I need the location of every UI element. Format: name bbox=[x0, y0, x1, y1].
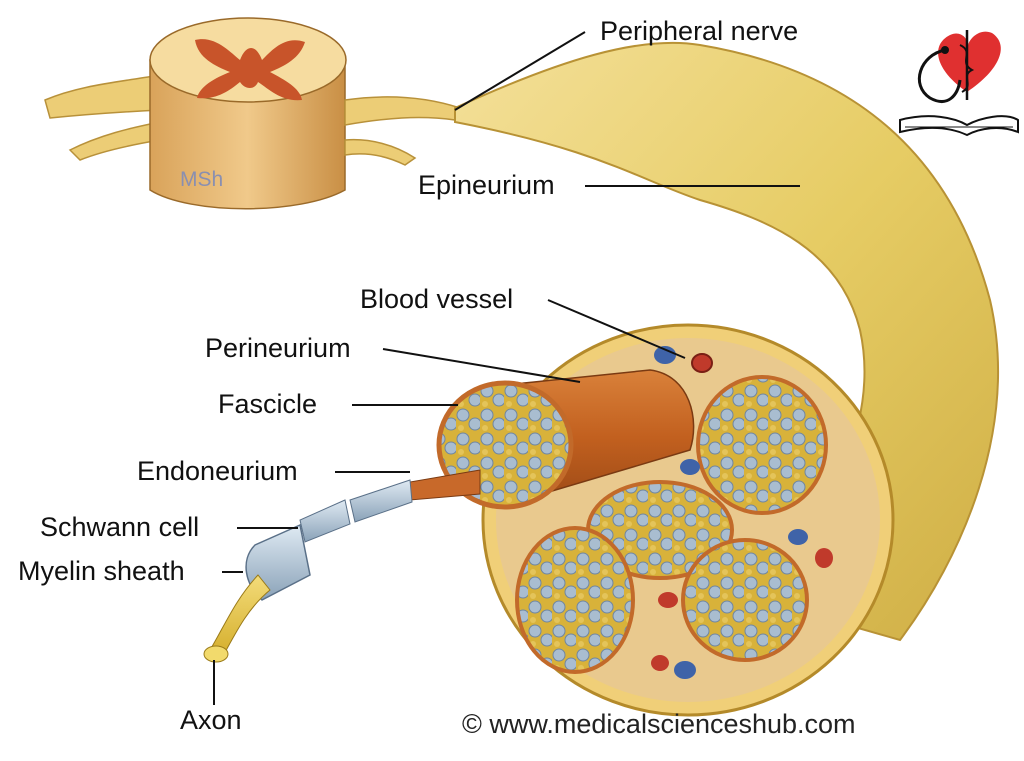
heart-stethoscope-logo-icon bbox=[899, 30, 1019, 137]
blood-vessel-blue bbox=[654, 346, 676, 364]
grey-matter bbox=[195, 39, 305, 101]
label-axon: Axon bbox=[180, 705, 242, 735]
blood-vessel-red bbox=[691, 353, 713, 373]
fascicle-section bbox=[681, 538, 809, 662]
nerve-fiber bbox=[203, 469, 481, 663]
leader-lines bbox=[213, 31, 800, 705]
label-epineurium: Epineurium bbox=[418, 170, 555, 200]
spinal-cord-watermark: MSh bbox=[180, 168, 224, 191]
label-perineurium: Perineurium bbox=[205, 333, 351, 363]
label-fascicle: Fascicle bbox=[218, 389, 318, 419]
spinal-cord bbox=[44, 17, 462, 210]
label-blood-vessel: Blood vessel bbox=[360, 284, 514, 314]
fascicle-section bbox=[696, 375, 828, 515]
fascicle-section bbox=[515, 526, 635, 674]
label-schwann-cell: Schwann cell bbox=[40, 512, 200, 542]
label-endoneurium: Endoneurium bbox=[137, 456, 298, 486]
label-peripheral-nerve: Peripheral nerve bbox=[600, 16, 799, 46]
copyright-notice: © www.medicalscienceshub.com bbox=[462, 709, 856, 739]
label-myelin-sheath: Myelin sheath bbox=[18, 556, 185, 586]
